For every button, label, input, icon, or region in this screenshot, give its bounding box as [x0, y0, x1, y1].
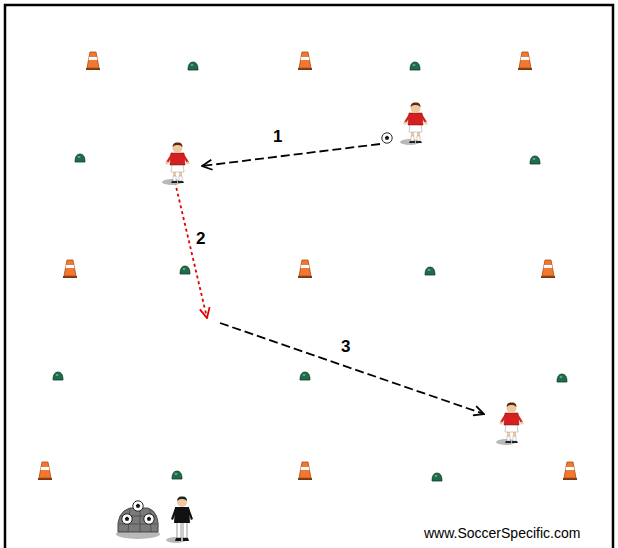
- field-border: [5, 5, 613, 548]
- player: [162, 142, 190, 185]
- cone: [298, 52, 312, 70]
- cone: [541, 260, 555, 278]
- ball: [133, 501, 143, 511]
- flat-marker: [410, 62, 420, 70]
- cone: [518, 52, 532, 70]
- flat-marker: [425, 267, 435, 275]
- markers: [53, 62, 567, 481]
- cone: [63, 260, 77, 278]
- flat-marker: [300, 372, 310, 380]
- run-arrow: [175, 182, 207, 318]
- cone: [38, 462, 52, 480]
- flat-marker: [53, 372, 63, 380]
- flat-marker: [172, 471, 182, 479]
- ball: [382, 133, 392, 143]
- ball: [122, 514, 132, 524]
- ball-bag: [116, 501, 160, 539]
- callout-number: 3: [341, 338, 350, 357]
- cone: [298, 260, 312, 278]
- cone: [563, 462, 577, 480]
- flat-marker: [557, 374, 567, 382]
- pass-arrow: [202, 144, 380, 166]
- player: [400, 102, 428, 145]
- watermark: www.SoccerSpecific.com: [424, 526, 580, 541]
- flat-marker: [530, 156, 540, 164]
- flat-marker: [75, 154, 85, 162]
- callout-number: 2: [196, 230, 205, 249]
- flat-marker: [180, 266, 190, 274]
- ball: [144, 514, 154, 524]
- pass-arrow: [220, 323, 484, 414]
- callout-number: 1: [273, 128, 282, 147]
- cones: [38, 52, 577, 480]
- player: [496, 402, 524, 445]
- flat-marker: [188, 62, 198, 70]
- coach: [166, 496, 193, 543]
- flat-marker: [432, 473, 442, 481]
- cone: [298, 462, 312, 480]
- cone: [86, 52, 100, 70]
